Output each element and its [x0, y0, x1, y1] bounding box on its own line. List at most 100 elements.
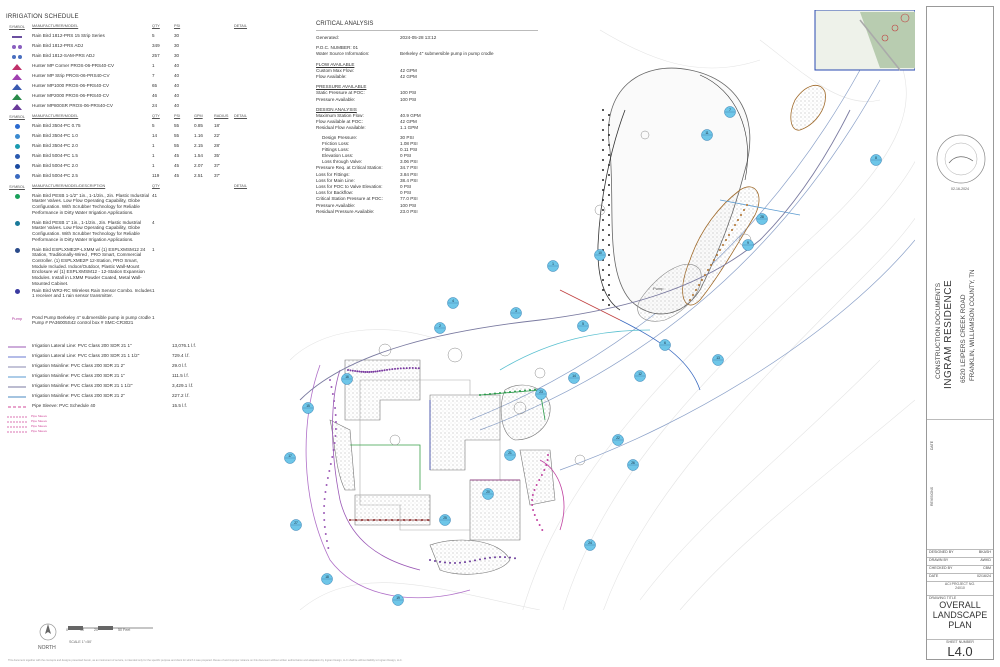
- equipment-symbol-icon: [6, 220, 28, 228]
- zone-callout[interactable]: 27: [290, 519, 302, 531]
- hdr-symbol: SYMBOL: [9, 115, 25, 120]
- sprinkler-head: [531, 494, 534, 496]
- analysis-row: Pressure Req. at Critical Station:34.7 P…: [316, 165, 538, 171]
- analysis-value: 40.9 GPM: [400, 112, 421, 118]
- sprinkler-head: [323, 505, 326, 507]
- zone-callout[interactable]: 20: [482, 488, 494, 500]
- sprinkler-head: [538, 524, 541, 526]
- zone-number: 26: [631, 461, 635, 465]
- analysis-row: Custom Max Flow:42 GPM: [316, 68, 538, 74]
- zone-number: 12: [638, 372, 642, 376]
- zone-callout[interactable]: 26: [627, 459, 639, 471]
- sprinkler-head: [484, 557, 486, 560]
- sprinkler-head: [743, 209, 745, 211]
- zone-callout[interactable]: 9: [742, 239, 754, 251]
- checked-by-label: CHECKED BY: [929, 566, 953, 570]
- sprinkler-head: [602, 209, 604, 211]
- sprinkler-head: [439, 560, 441, 563]
- sprinkler-head: [421, 519, 423, 521]
- sprinkler-head: [695, 289, 697, 291]
- analysis-row: Maximum Station Flow:40.9 GPM: [316, 113, 538, 119]
- sprinkler-head: [349, 369, 352, 372]
- zone-callout[interactable]: 2: [434, 322, 446, 334]
- zone-callout[interactable]: 19: [392, 594, 404, 606]
- critical-title: CRITICAL ANALYSIS: [316, 20, 538, 32]
- sprinkler-heads: [323, 109, 748, 564]
- zone-callout[interactable]: 10: [594, 249, 606, 261]
- sprinkler-head: [376, 370, 379, 373]
- zone-callout[interactable]: 5: [577, 320, 589, 332]
- spray-qty: 5: [152, 32, 155, 38]
- analysis-value: 30 PSI: [400, 134, 414, 140]
- sprinkler-head: [333, 400, 336, 402]
- schedule-header-sprays: SYMBOL MANUFACTURER/MODEL QTY PSI DETAIL: [6, 24, 276, 32]
- sprinkler-head: [347, 369, 349, 371]
- rotor-psi: 55: [174, 122, 180, 128]
- equipment-desc: Rain Bird ESPLXME2P-LXMM w/ (1) ESPLXMSM…: [32, 246, 146, 286]
- sprinkler-head: [535, 484, 538, 486]
- sprinkler-head: [704, 274, 706, 276]
- zone-number: 3: [515, 309, 517, 313]
- equipment-desc: Pond Pump Berkeley 4" submersible pump i…: [32, 314, 151, 326]
- analysis-key: Residual Flow Available:: [316, 125, 366, 131]
- sprinkler-head: [388, 368, 391, 371]
- zone-callout[interactable]: 8: [870, 154, 882, 166]
- zone-callout[interactable]: 14: [568, 372, 580, 384]
- zone-number: 6: [664, 341, 666, 345]
- zone-callout[interactable]: 13: [712, 354, 724, 366]
- sprinkler-head: [383, 369, 386, 372]
- sprinkler-head: [692, 294, 694, 296]
- sprinkler-head: [331, 393, 334, 395]
- zone-callout[interactable]: 25: [439, 514, 451, 526]
- spray-psi: 40: [174, 72, 180, 78]
- scale-label: SCALE 1"=50': [69, 640, 92, 644]
- zone-callout[interactable]: 12: [634, 370, 646, 382]
- zone-callout[interactable]: 4: [447, 297, 459, 309]
- hdr-psi: PSI: [174, 113, 181, 118]
- zone-number: 1: [552, 262, 554, 266]
- zone-callout[interactable]: 28: [756, 213, 768, 225]
- zone-callout[interactable]: 24: [584, 539, 596, 551]
- sprinkler-head: [323, 498, 326, 500]
- sprinkler-head: [540, 474, 543, 476]
- pipe-qty: 15.5 l.f.: [172, 402, 188, 408]
- zone-callout[interactable]: 16: [341, 373, 353, 385]
- sprinkler-head: [454, 561, 456, 564]
- hdr-detail: DETAIL: [234, 23, 248, 28]
- zone-callout[interactable]: 18: [321, 573, 333, 585]
- analysis-value: 100 PSI: [400, 202, 417, 208]
- zone-callout[interactable]: 6: [659, 339, 671, 351]
- spray-symbol-icon: [6, 33, 28, 41]
- analysis-value: 0 PSI: [400, 153, 412, 159]
- zone-callout[interactable]: 17: [284, 452, 296, 464]
- rotor-gpm: 0.85: [194, 122, 203, 128]
- sprinkler-head: [602, 289, 604, 291]
- spray-psi: 40: [174, 62, 180, 68]
- rotor-desc: Rain Bird 5004-PC 2.0: [32, 162, 78, 168]
- zone-callout[interactable]: 11: [701, 129, 713, 141]
- analysis-key: Fittings Loss:: [322, 146, 350, 152]
- zone-callout[interactable]: 3: [510, 307, 522, 319]
- pipe-symbol-icon: [6, 363, 28, 371]
- pipe-qty: 3,429.1 l.f.: [172, 382, 194, 388]
- zone-callout[interactable]: 1: [547, 260, 559, 272]
- zone-callout[interactable]: 7: [724, 106, 736, 118]
- analysis-row: Flow Available at POC:42 GPM: [316, 119, 538, 125]
- equipment-qty: 41: [152, 192, 158, 198]
- sprinkler-head: [514, 557, 516, 560]
- zone-callout[interactable]: 21: [504, 449, 516, 461]
- zone-callout[interactable]: 23: [535, 388, 547, 400]
- rotor-desc: Rain Bird 3504-PC 2.0: [32, 142, 78, 148]
- sprinkler-head: [325, 484, 328, 486]
- equipment-row: Rain Bird ESPLXME2P-LXMM w/ (1) ESPLXMSM…: [6, 247, 276, 287]
- sprinkler-head: [740, 214, 742, 216]
- zone-callout[interactable]: 22: [612, 434, 624, 446]
- equipment-row: Rain Bird PESB 1" 1in., 1-1/2in., 2in. P…: [6, 220, 276, 246]
- zone-callout[interactable]: 15: [302, 402, 314, 414]
- pressure-title: PRESSURE AVAILABLE: [316, 84, 367, 90]
- sleeve-legend-label: Pipe Sleeve: [31, 414, 48, 419]
